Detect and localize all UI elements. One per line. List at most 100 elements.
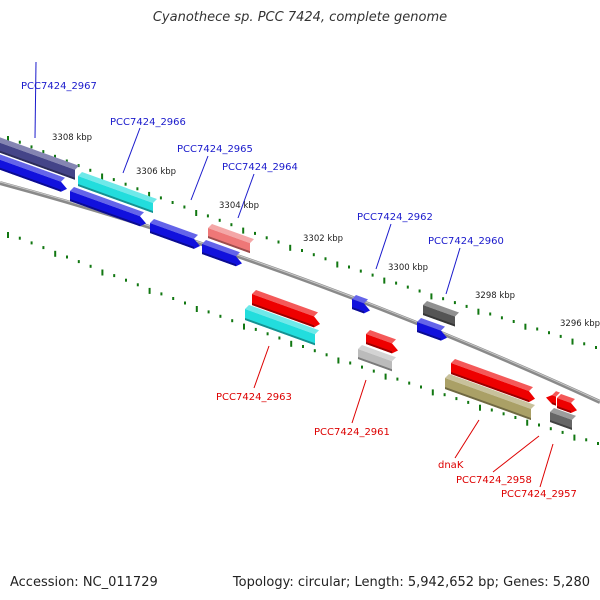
gene-label[interactable]: PCC7424_2964 bbox=[222, 162, 298, 173]
gene-feature-2965-top bbox=[208, 224, 254, 244]
leader-line bbox=[237, 173, 255, 219]
gene-feature-2965-face bbox=[208, 228, 250, 254]
gene-label[interactable]: PCC7424_2961 bbox=[314, 427, 390, 438]
gene-label[interactable]: PCC7424_2962 bbox=[357, 212, 433, 223]
gene-label[interactable]: PCC7424_2966 bbox=[110, 117, 186, 128]
gene-feature-2963b-shadow bbox=[245, 318, 315, 346]
gene-feature-2963b-top bbox=[245, 305, 319, 335]
gene-feature-2960-top bbox=[423, 301, 459, 317]
gene-feature-2960-face bbox=[423, 305, 455, 327]
gene-feature-2962[interactable] bbox=[352, 295, 370, 314]
gene-feature-2957b[interactable] bbox=[550, 408, 576, 430]
gene-feature-blue-b-face bbox=[150, 223, 200, 249]
gene-feature-blue-a[interactable] bbox=[70, 187, 146, 227]
gene-feature-2966-top bbox=[78, 172, 157, 203]
tick-marks bbox=[7, 136, 599, 445]
gene-feature-dnak-b-top bbox=[445, 374, 535, 409]
scale-label: 3302 kbp bbox=[303, 234, 343, 244]
gene-feature-dnak-b-face bbox=[445, 378, 531, 420]
gene-feature-dnak-b-shadow bbox=[445, 387, 531, 420]
gene-feature-blue-c-face bbox=[417, 322, 447, 341]
gene-label[interactable]: PCC7424_2967 bbox=[21, 81, 97, 92]
gene-feature-2957a-top bbox=[557, 394, 575, 404]
gene-feature-2963a-face bbox=[252, 294, 320, 328]
gene-label[interactable]: PCC7424_2958 bbox=[456, 475, 532, 486]
gene-label[interactable]: PCC7424_2960 bbox=[428, 236, 504, 247]
leader-line bbox=[351, 379, 367, 424]
gene-feature-2963b[interactable] bbox=[245, 305, 319, 346]
gene-feature-dnak-a-shadow bbox=[451, 372, 529, 403]
gene-feature-blue-b-top bbox=[150, 219, 198, 239]
leader-line bbox=[34, 61, 37, 139]
gene-feature-2961b-top bbox=[358, 345, 396, 362]
gene-feature-2960[interactable] bbox=[423, 301, 459, 327]
gene-feature-2961b[interactable] bbox=[358, 345, 396, 372]
scale-label: 3306 kbp bbox=[136, 167, 176, 177]
gene-feature-2961a-top bbox=[366, 330, 396, 344]
gene-label[interactable]: PCC7424_2963 bbox=[216, 392, 292, 403]
scale-label: 3300 kbp bbox=[388, 263, 428, 273]
page-title: Cyanothece sp. PCC 7424, complete genome bbox=[152, 10, 448, 25]
gene-feature-2957b-top bbox=[550, 408, 576, 420]
gene-feature-blue-c-shadow bbox=[417, 330, 441, 341]
gene-feature-2963a[interactable] bbox=[252, 290, 320, 328]
leader-line bbox=[454, 419, 480, 459]
leader-line bbox=[253, 345, 270, 389]
gene-feature-2962-shadow bbox=[352, 307, 364, 314]
gene-feature-2958-top bbox=[552, 391, 560, 397]
leader-line bbox=[375, 223, 392, 270]
gene-feature-2966[interactable] bbox=[78, 172, 157, 213]
gene-feature-2958[interactable] bbox=[546, 391, 560, 406]
gene-feature-blue-c-top bbox=[417, 318, 445, 331]
gene-feature-2961b-shadow bbox=[358, 357, 392, 372]
leader-line bbox=[492, 435, 540, 473]
gene-feature-2966-shadow bbox=[78, 184, 153, 213]
gene-feature-2967[interactable] bbox=[0, 137, 79, 180]
gene-feature-2965-shadow bbox=[208, 236, 250, 254]
gene-feature-2963a-top bbox=[252, 290, 318, 317]
gene-label[interactable]: PCC7424_2965 bbox=[177, 144, 253, 155]
gene-label[interactable]: dnaK bbox=[438, 460, 464, 471]
genome-summary-text: Topology: circular; Length: 5,942,652 bp… bbox=[232, 575, 590, 590]
gene-feature-2964[interactable] bbox=[202, 240, 242, 267]
gene-feature-2961a[interactable] bbox=[366, 330, 398, 354]
gene-feature-blue-left-top bbox=[0, 154, 65, 182]
gene-feature-2961a-face bbox=[366, 334, 398, 354]
gene-feature-2962-top bbox=[352, 295, 368, 304]
gene-feature-dnak-b[interactable] bbox=[445, 374, 535, 420]
gene-feature-2963b-face bbox=[245, 309, 315, 346]
gene-feature-dnak-a[interactable] bbox=[451, 359, 535, 403]
gene-label[interactable]: PCC7424_2957 bbox=[501, 489, 577, 500]
gene-feature-2964-face bbox=[202, 244, 242, 267]
gene-feature-2964-top bbox=[202, 240, 240, 257]
gene-feature-blue-a-top bbox=[70, 187, 144, 217]
accession-text: Accession: NC_011729 bbox=[10, 575, 158, 590]
scale-labels: 3308 kbp 3306 kbp 3304 kbp 3302 kbp 3300 kbp… bbox=[52, 133, 600, 329]
gene-feature-2957a[interactable] bbox=[557, 394, 577, 414]
gene-feature-2963a-shadow bbox=[252, 303, 314, 328]
leader-line bbox=[122, 127, 141, 174]
gene-feature-blue-b[interactable] bbox=[150, 219, 200, 249]
gene-feature-blue-left[interactable] bbox=[0, 154, 67, 192]
scale-label: 3304 kbp bbox=[219, 201, 259, 211]
scale-label: 3298 kbp bbox=[475, 291, 515, 301]
gene-feature-dnak-a-face bbox=[451, 363, 535, 403]
leader-line bbox=[445, 247, 461, 295]
gene-feature-blue-c[interactable] bbox=[417, 318, 447, 341]
gene-feature-blue-a-shadow bbox=[70, 199, 140, 227]
gene-feature-2958-shadow bbox=[552, 402, 556, 406]
gene-feature-2961a-shadow bbox=[366, 342, 392, 354]
gene-feature-2967-top bbox=[0, 137, 79, 170]
gene-features bbox=[0, 137, 577, 430]
gene-feature-2960-shadow bbox=[423, 313, 455, 327]
scale-label: 3308 kbp bbox=[52, 133, 92, 143]
gene-feature-2967-face bbox=[0, 142, 75, 180]
gene-feature-2964-shadow bbox=[202, 252, 236, 267]
leader-line bbox=[539, 443, 554, 488]
gene-feature-2966-face bbox=[78, 176, 153, 213]
gene-feature-2965[interactable] bbox=[208, 224, 254, 254]
gene-feature-blue-left-face bbox=[0, 159, 67, 192]
gene-feature-blue-b-shadow bbox=[150, 231, 194, 249]
gene-feature-2957b-shadow bbox=[550, 420, 572, 430]
